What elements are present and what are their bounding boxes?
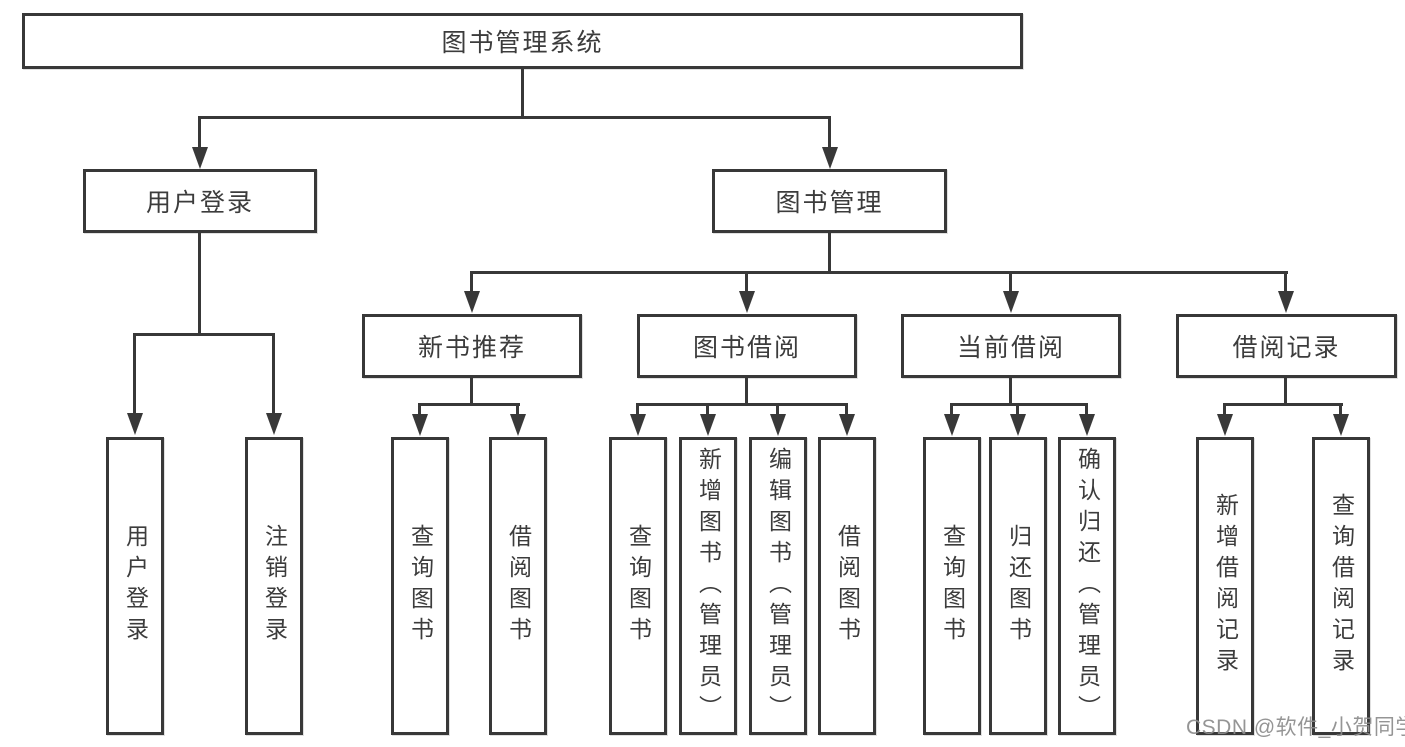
connector-line — [198, 116, 201, 148]
connector-line — [1284, 271, 1287, 292]
arrow-down-icon — [412, 414, 428, 436]
connector-line — [636, 403, 848, 406]
connector-line — [470, 378, 473, 406]
connector-line — [950, 403, 1088, 406]
connector-line — [199, 116, 831, 119]
connector-line — [1085, 403, 1088, 415]
connector-line — [133, 333, 136, 414]
leaf-query-book-current: 查询图书 — [923, 437, 981, 735]
connector-line — [470, 271, 1288, 274]
node-book-management-branch: 图书管理 — [712, 169, 947, 233]
arrow-down-icon — [739, 291, 755, 313]
connector-line — [636, 403, 639, 415]
arrow-down-icon — [1079, 414, 1095, 436]
leaf-return-book: 归还图书 — [989, 437, 1047, 735]
arrow-down-icon — [770, 414, 786, 436]
arrow-down-icon — [822, 147, 838, 169]
leaf-confirm-return-admin: 确认归还（管理员） — [1058, 437, 1116, 735]
connector-line — [745, 378, 748, 406]
arrow-down-icon — [1217, 414, 1233, 436]
leaf-borrow-book-recommend: 借阅图书 — [489, 437, 547, 735]
connector-line — [828, 233, 831, 274]
connector-line — [706, 403, 709, 415]
connector-line — [950, 403, 953, 415]
arrow-down-icon — [630, 414, 646, 436]
connector-line — [418, 403, 421, 415]
connector-line — [1223, 403, 1226, 415]
arrow-down-icon — [510, 414, 526, 436]
connector-line — [1339, 403, 1342, 415]
connector-line — [845, 403, 848, 415]
connector-line — [1009, 378, 1012, 406]
arrow-down-icon — [127, 413, 143, 435]
connector-line — [745, 271, 748, 292]
node-current-borrow: 当前借阅 — [901, 314, 1121, 378]
arrow-down-icon — [944, 414, 960, 436]
connector-line — [776, 403, 779, 415]
connector-line — [198, 233, 201, 336]
leaf-query-book-recommend: 查询图书 — [391, 437, 449, 735]
arrow-down-icon — [839, 414, 855, 436]
arrow-down-icon — [700, 414, 716, 436]
leaf-borrow-book: 借阅图书 — [818, 437, 876, 735]
node-book-borrow: 图书借阅 — [637, 314, 857, 378]
connector-line — [1016, 403, 1019, 415]
connector-line — [1284, 378, 1287, 406]
arrow-down-icon — [192, 147, 208, 169]
arrow-down-icon — [1003, 291, 1019, 313]
connector-line — [272, 333, 275, 414]
connector-line — [1223, 403, 1343, 406]
node-new-book-recommend: 新书推荐 — [362, 314, 582, 378]
connector-line — [133, 333, 275, 336]
arrow-down-icon — [1333, 414, 1349, 436]
node-user-login-branch: 用户登录 — [83, 169, 317, 233]
connector-line — [470, 271, 473, 292]
leaf-add-borrow-record: 新增借阅记录 — [1196, 437, 1254, 735]
node-root: 图书管理系统 — [22, 13, 1023, 69]
leaf-logout: 注销登录 — [245, 437, 303, 735]
connector-line — [1009, 271, 1012, 292]
arrow-down-icon — [464, 291, 480, 313]
connector-line — [516, 403, 519, 415]
leaf-query-borrow-record: 查询借阅记录 — [1312, 437, 1370, 735]
connector-line — [521, 68, 524, 119]
arrow-down-icon — [1010, 414, 1026, 436]
leaf-edit-book-admin: 编辑图书（管理员） — [749, 437, 807, 735]
arrow-down-icon — [266, 413, 282, 435]
leaf-user-login: 用户登录 — [106, 437, 164, 735]
leaf-query-book-borrow: 查询图书 — [609, 437, 667, 735]
node-borrow-record: 借阅记录 — [1176, 314, 1397, 378]
arrow-down-icon — [1278, 291, 1294, 313]
connector-line — [828, 116, 831, 148]
leaf-add-book-admin: 新增图书（管理员） — [679, 437, 737, 735]
connector-line — [418, 403, 520, 406]
